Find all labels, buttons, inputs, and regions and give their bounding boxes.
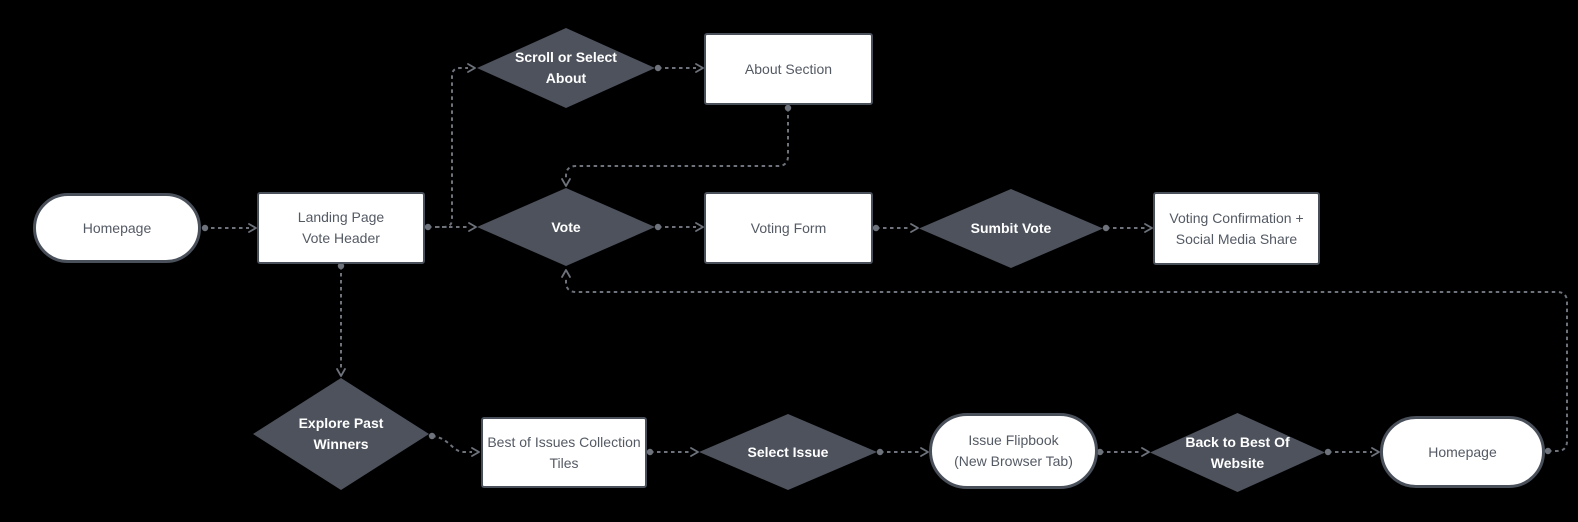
select-issue-label: Select Issue [747, 443, 829, 460]
homepage-end-label: Homepage [1428, 443, 1497, 460]
voting-form-label: Voting Form [750, 219, 827, 236]
voting-confirmation-label: Voting Confirmation + [1169, 209, 1304, 226]
issue-flipbook-label: Issue Flipbook [968, 432, 1059, 448]
explore-past-winners-label: Explore Past [298, 415, 384, 431]
edge-explore-to-best-of-source-dot [428, 432, 436, 440]
edge-best-of-to-select-issue-source-dot [646, 448, 654, 456]
homepage-start-node[interactable]: Homepage [33, 193, 201, 263]
issue-flipbook-label: (New Browser Tab) [954, 453, 1073, 469]
edge-about-to-vote-source-dot [784, 104, 792, 112]
select-issue-node[interactable]: Select Issue [699, 414, 877, 490]
edge-homepage-end-to-vote-source-dot [1544, 447, 1552, 455]
edge-about-to-vote [561, 108, 789, 187]
sumbit-vote-label: Sumbit Vote [970, 220, 1052, 236]
voting-confirmation-node[interactable]: Voting Confirmation + Social Media Share [1153, 192, 1320, 265]
landing-page-vote-header-label: Vote Header [302, 230, 380, 246]
about-section-label: About Section [744, 60, 833, 77]
edge-landing-to-vote-source-dot [424, 223, 432, 231]
back-to-best-of-website-node[interactable]: Back to Best Of Website [1150, 413, 1325, 492]
sumbit-vote-node[interactable]: Sumbit Vote [919, 189, 1103, 268]
edge-select-issue-to-flipbook-source-dot [876, 448, 884, 456]
scroll-or-select-about-label: Scroll or Select [515, 49, 617, 65]
about-section-node[interactable]: About Section [704, 33, 873, 105]
edge-voting-form-to-sumbit-source-dot [872, 224, 880, 232]
scroll-or-select-about-label: About [545, 70, 587, 86]
best-of-issues-tiles-label: Best of Issues Collection [487, 433, 641, 450]
vote-node[interactable]: Vote [477, 188, 655, 266]
vote-label: Vote [551, 218, 581, 235]
issue-flipbook-node[interactable]: Issue Flipbook (New Browser Tab) [929, 413, 1098, 489]
edge-scroll-about-to-about-source-dot [654, 64, 662, 72]
voting-form-node[interactable]: Voting Form [704, 192, 873, 264]
back-to-best-of-website-label: Back to Best Of [1185, 433, 1290, 450]
edge-explore-to-best-of [431, 435, 480, 457]
edge-back-to-homepage-end-source-dot [1324, 448, 1332, 456]
voting-confirmation-label: Social Media Share [1175, 230, 1298, 247]
edge-sumbit-to-confirmation-source-dot [1102, 224, 1110, 232]
explore-past-winners-label: Winners [313, 436, 369, 452]
best-of-issues-tiles-label: Tiles [549, 454, 579, 471]
edge-vote-to-voting-form-source-dot [654, 223, 662, 231]
back-to-best-of-website-label: Website [1210, 454, 1265, 471]
edge-homepage-to-landing-source-dot [201, 224, 209, 232]
edge-landing-to-scroll-about [436, 63, 476, 228]
homepage-start-label: Homepage [82, 219, 152, 236]
landing-page-vote-header-label: Landing Page [297, 209, 385, 225]
homepage-end-node[interactable]: Homepage [1380, 416, 1545, 488]
